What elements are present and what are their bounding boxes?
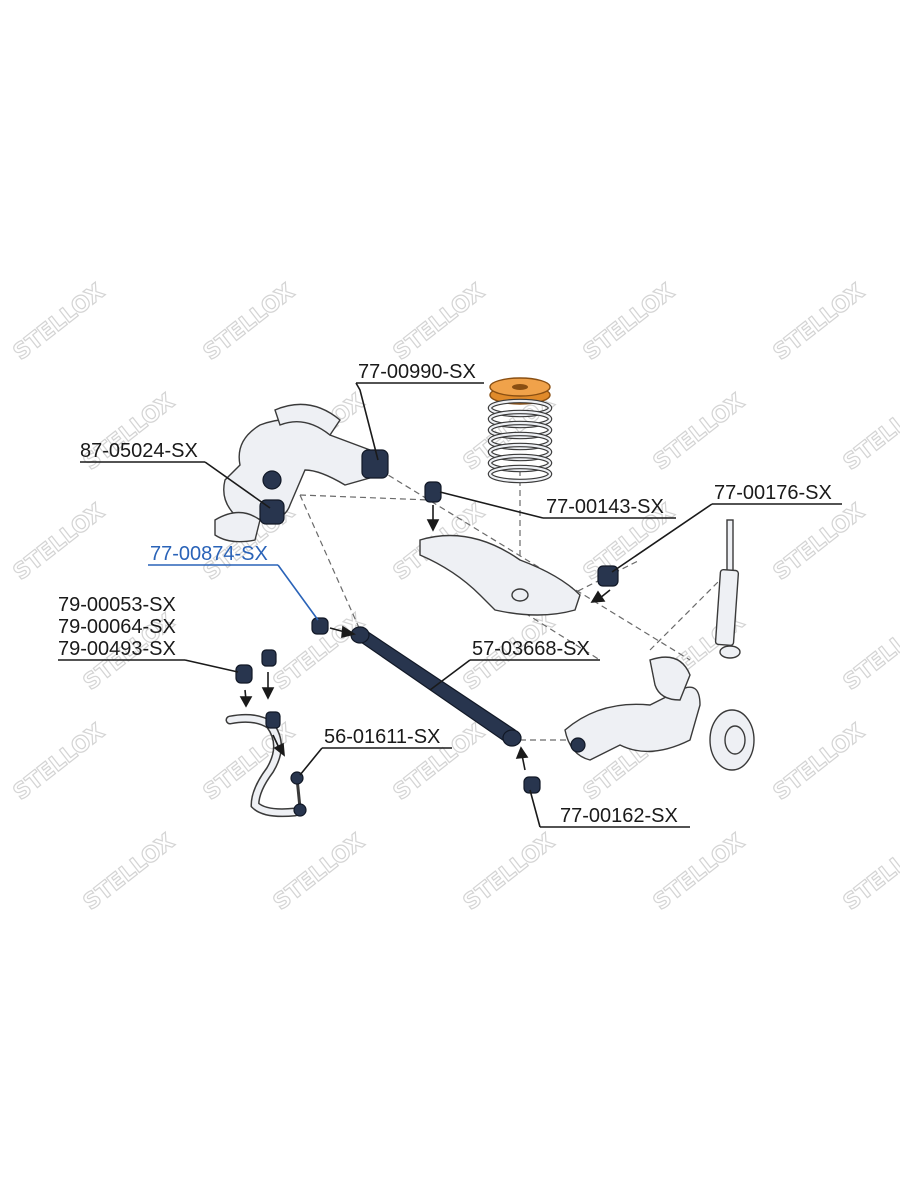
callout-label-c1[interactable]: 77-00990-SX [358, 361, 476, 383]
arrow-icon [590, 590, 606, 603]
subframe-mount [214, 511, 261, 543]
watermark-text: STELLOX [839, 609, 900, 695]
leader-c9 [429, 659, 471, 691]
arrow-icon [341, 625, 357, 639]
arrow-icon [261, 687, 275, 700]
watermark-text: STELLOX [839, 829, 900, 915]
watermark-text: STELLOX [649, 829, 750, 915]
watermark-text: STELLOX [389, 279, 490, 365]
spring-coil [488, 399, 552, 417]
watermark-text: STELLOX [9, 499, 110, 585]
callout-label-c10[interactable]: 56-01611-SX [324, 726, 440, 748]
upper-control-arm [419, 481, 619, 616]
upper-arm-body [419, 534, 581, 616]
shock-eye [719, 645, 741, 659]
callout-label-c5[interactable]: 77-00874-SX [150, 543, 268, 565]
spring-coil [488, 421, 552, 439]
callout-label-c11[interactable]: 77-00162-SX [560, 805, 678, 827]
spring-coil [488, 443, 552, 461]
shock-body [714, 568, 740, 647]
callout-label-c9[interactable]: 57-03668-SX [472, 638, 590, 660]
arrow-icon [273, 742, 285, 757]
subframe-body [223, 418, 382, 521]
stabilizer-rod [227, 715, 298, 816]
lower-arm-end-outer [502, 729, 522, 747]
bushing-77-00874 [311, 617, 329, 635]
arrow-icon [426, 519, 440, 532]
leader-lines [184, 382, 713, 828]
stabilizer-bushing-right [261, 649, 277, 667]
spring-pad-hole [512, 384, 528, 390]
watermark-text: STELLOX [9, 279, 110, 365]
watermark-text: STELLOX [769, 719, 870, 805]
arrow-icon [515, 746, 529, 759]
arrow-icon [239, 696, 253, 708]
label-underlines [58, 382, 842, 828]
watermark-text: STELLOX [199, 719, 300, 805]
coil-spring [487, 377, 553, 484]
lower-control-arm [311, 617, 541, 794]
watermark-text: STELLOX [839, 389, 900, 475]
subframe-bushing-top [361, 449, 389, 479]
callout-label-c7[interactable]: 79-00064-SX [58, 616, 176, 638]
rear-subframe [214, 403, 389, 543]
assembly-line [299, 494, 361, 631]
link-ball-bottom [293, 803, 307, 817]
assembly-line [299, 494, 431, 501]
watermark-text: STELLOX [199, 279, 300, 365]
watermark-text: STELLOX [579, 279, 680, 365]
callout-labels: 77-00990-SX 87-05024-SX 77-00143-SX 77-0… [58, 361, 832, 827]
subframe-bushing-mid [262, 470, 282, 490]
watermark-text: STELLOX [769, 499, 870, 585]
leader-c11 [529, 789, 541, 828]
leader-c8 [184, 659, 239, 673]
stabilizer-bushing-left [235, 664, 253, 684]
wheel-knuckle [564, 656, 755, 771]
leader-c1 [355, 382, 379, 461]
spring-coil [488, 465, 552, 483]
leader-c10 [299, 747, 323, 776]
watermark-text: STELLOX [79, 829, 180, 915]
lower-arm-end-inner [350, 626, 370, 644]
shock-rod [726, 519, 734, 576]
upper-arm-hole [511, 588, 529, 602]
spring-coil [488, 454, 552, 472]
watermark-text: STELLOX [649, 389, 750, 475]
hub-center [724, 725, 746, 755]
knuckle-bushing [570, 737, 586, 753]
leader-c3 [439, 491, 544, 519]
bushing-77-00162 [523, 776, 541, 794]
callout-label-c3[interactable]: 77-00143-SX [546, 496, 664, 518]
shock-absorber [714, 519, 741, 659]
watermark-text: STELLOX [9, 719, 110, 805]
leader-c4 [611, 503, 713, 573]
callout-label-c2[interactable]: 87-05024-SX [80, 440, 198, 462]
leader-c2 [204, 461, 271, 509]
leader-c5 [277, 564, 319, 621]
watermark-text: STELLOX [769, 279, 870, 365]
spring-coil [488, 410, 552, 428]
assembly-line [649, 579, 721, 651]
knuckle-upper [649, 656, 691, 701]
subframe-arm [274, 403, 341, 437]
direction-arrows [239, 505, 611, 771]
stabilizer-clamp [265, 711, 281, 729]
callout-label-c6[interactable]: 79-00053-SX [58, 594, 176, 616]
callout-label-c8[interactable]: 79-00493-SX [58, 638, 176, 660]
spring-coils [487, 398, 553, 484]
callout-label-c4[interactable]: 77-00176-SX [714, 482, 832, 504]
bushing-77-00143 [424, 481, 442, 503]
knuckle-body [564, 686, 701, 761]
watermark-text: STELLOX [459, 829, 560, 915]
watermark-text: STELLOX [269, 829, 370, 915]
spring-coil [488, 432, 552, 450]
